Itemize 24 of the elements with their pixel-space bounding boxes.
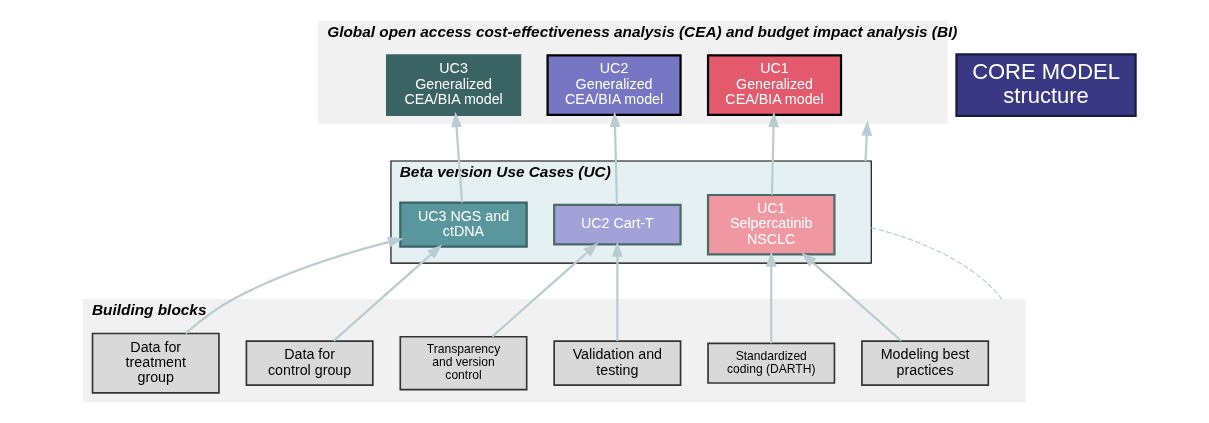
arrow bbox=[800, 252, 902, 342]
arrow bbox=[860, 120, 872, 161]
arrow bbox=[491, 242, 598, 338]
arrow bbox=[767, 111, 779, 195]
node-box: Data for treatment group bbox=[91, 332, 220, 394]
node-box: CORE MODEL structure bbox=[954, 53, 1137, 117]
node-box: UC1 Generalized CEA/BIA model bbox=[706, 54, 842, 116]
node-box: Standardized coding (DARTH) bbox=[706, 342, 835, 384]
node-box: UC3 NGS and ctDNA bbox=[398, 201, 528, 248]
node-box: UC1 Selpercatinib NSCLC bbox=[706, 193, 836, 256]
arrow bbox=[611, 241, 623, 342]
arrow bbox=[765, 251, 777, 344]
node-box: Data for control group bbox=[245, 340, 374, 386]
arrow bbox=[609, 111, 620, 205]
node-box: Modeling best practices bbox=[860, 340, 989, 386]
arrow bbox=[450, 111, 463, 203]
arrow bbox=[332, 244, 442, 342]
node-box: Validation and testing bbox=[552, 340, 681, 386]
arrow bbox=[184, 236, 403, 335]
node-box: UC3 Generalized CEA/BIA model bbox=[385, 54, 521, 116]
node-box: UC2 Cart-T bbox=[552, 203, 682, 246]
node-box: Transparency and version control bbox=[398, 335, 527, 391]
node-box: UC2 Generalized CEA/BIA model bbox=[545, 54, 682, 116]
connector bbox=[870, 227, 1003, 300]
